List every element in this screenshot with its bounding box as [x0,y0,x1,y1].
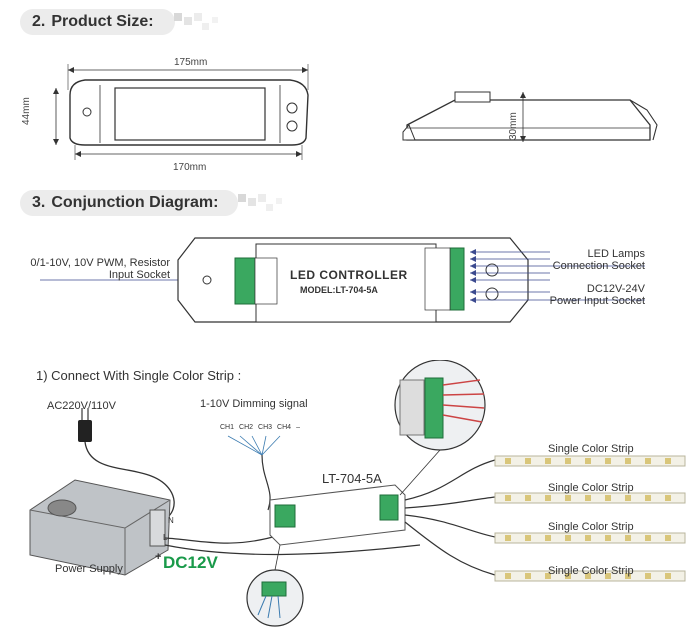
ac-plug-icon [78,408,92,442]
strip-label-1: Single Color Strip [548,443,634,455]
power-supply-label: Power Supply [55,563,123,575]
strip-label-4: Single Color Strip [548,565,634,577]
power-supply-icon [29,479,171,576]
product-side-view [402,91,658,142]
dim-thickness: 30mm [508,112,519,140]
controller-title: LED CONTROLLER [290,268,408,282]
strip-label-3: Single Color Strip [548,521,634,533]
conjunction-diagram [40,237,645,323]
section-title: Product Size: [51,13,154,30]
terminal-n-label: N [168,516,174,525]
input-label-line-2: Input Socket [108,269,170,281]
channel-labels: CH1 CH2 CH3 CH4 – [220,424,300,431]
dim-length-overall: 175mm [174,57,208,68]
dc12v-label: DC12V [163,553,218,572]
channel-label-1: CH1 [220,424,235,431]
section-header-product-size: 2. Product Size: [20,9,175,35]
controller-device-icon [269,484,406,546]
header-decoration [174,13,218,30]
power-label-line-2: Power Input Socket [549,295,645,307]
controller-model: MODEL:LT-704-5A [300,285,378,295]
section-number: 2. [32,13,46,30]
power-socket-label: DC12V-24V Power Input Socket [530,283,645,307]
dim-height: 44mm [21,97,32,125]
wiring-diagram: N L + [29,360,686,627]
terminal-closeup-top-icon [394,360,486,451]
section-number: 3. [32,194,46,211]
ac-label: AC220V/110V [47,400,116,412]
product-top-view [53,64,309,160]
channel-label-5: – [296,424,300,431]
led-label-line-1: LED Lamps [587,248,645,260]
section-header-conjunction: 3. Conjunction Diagram: [20,190,238,216]
power-label-line-1: DC12V-24V [586,283,645,295]
wiring-heading: 1) Connect With Single Color Strip : [36,368,242,383]
polarity-plus: + [155,551,161,563]
channel-label-2: CH2 [239,424,254,431]
channel-label-4: CH4 [277,424,292,431]
led-strip-icon [494,455,686,582]
header-decoration [238,194,282,211]
terminal-closeup-bottom-icon [246,569,304,627]
channel-label-3: CH3 [258,424,273,431]
input-label-line-1: 0/1-10V, 10V PWM, Resistor [30,257,170,269]
input-socket-label: 0/1-10V, 10V PWM, Resistor Input Socket [30,257,170,281]
device-label: LT-704-5A [322,471,382,486]
dim-length-body: 170mm [173,162,207,173]
led-label-line-2: Connection Socket [552,260,645,272]
strip-label-2: Single Color Strip [548,482,634,494]
section-title: Conjunction Diagram: [51,194,219,211]
led-socket-label: LED Lamps Connection Socket [530,248,645,272]
dimming-label: 1-10V Dimming signal [200,398,308,410]
